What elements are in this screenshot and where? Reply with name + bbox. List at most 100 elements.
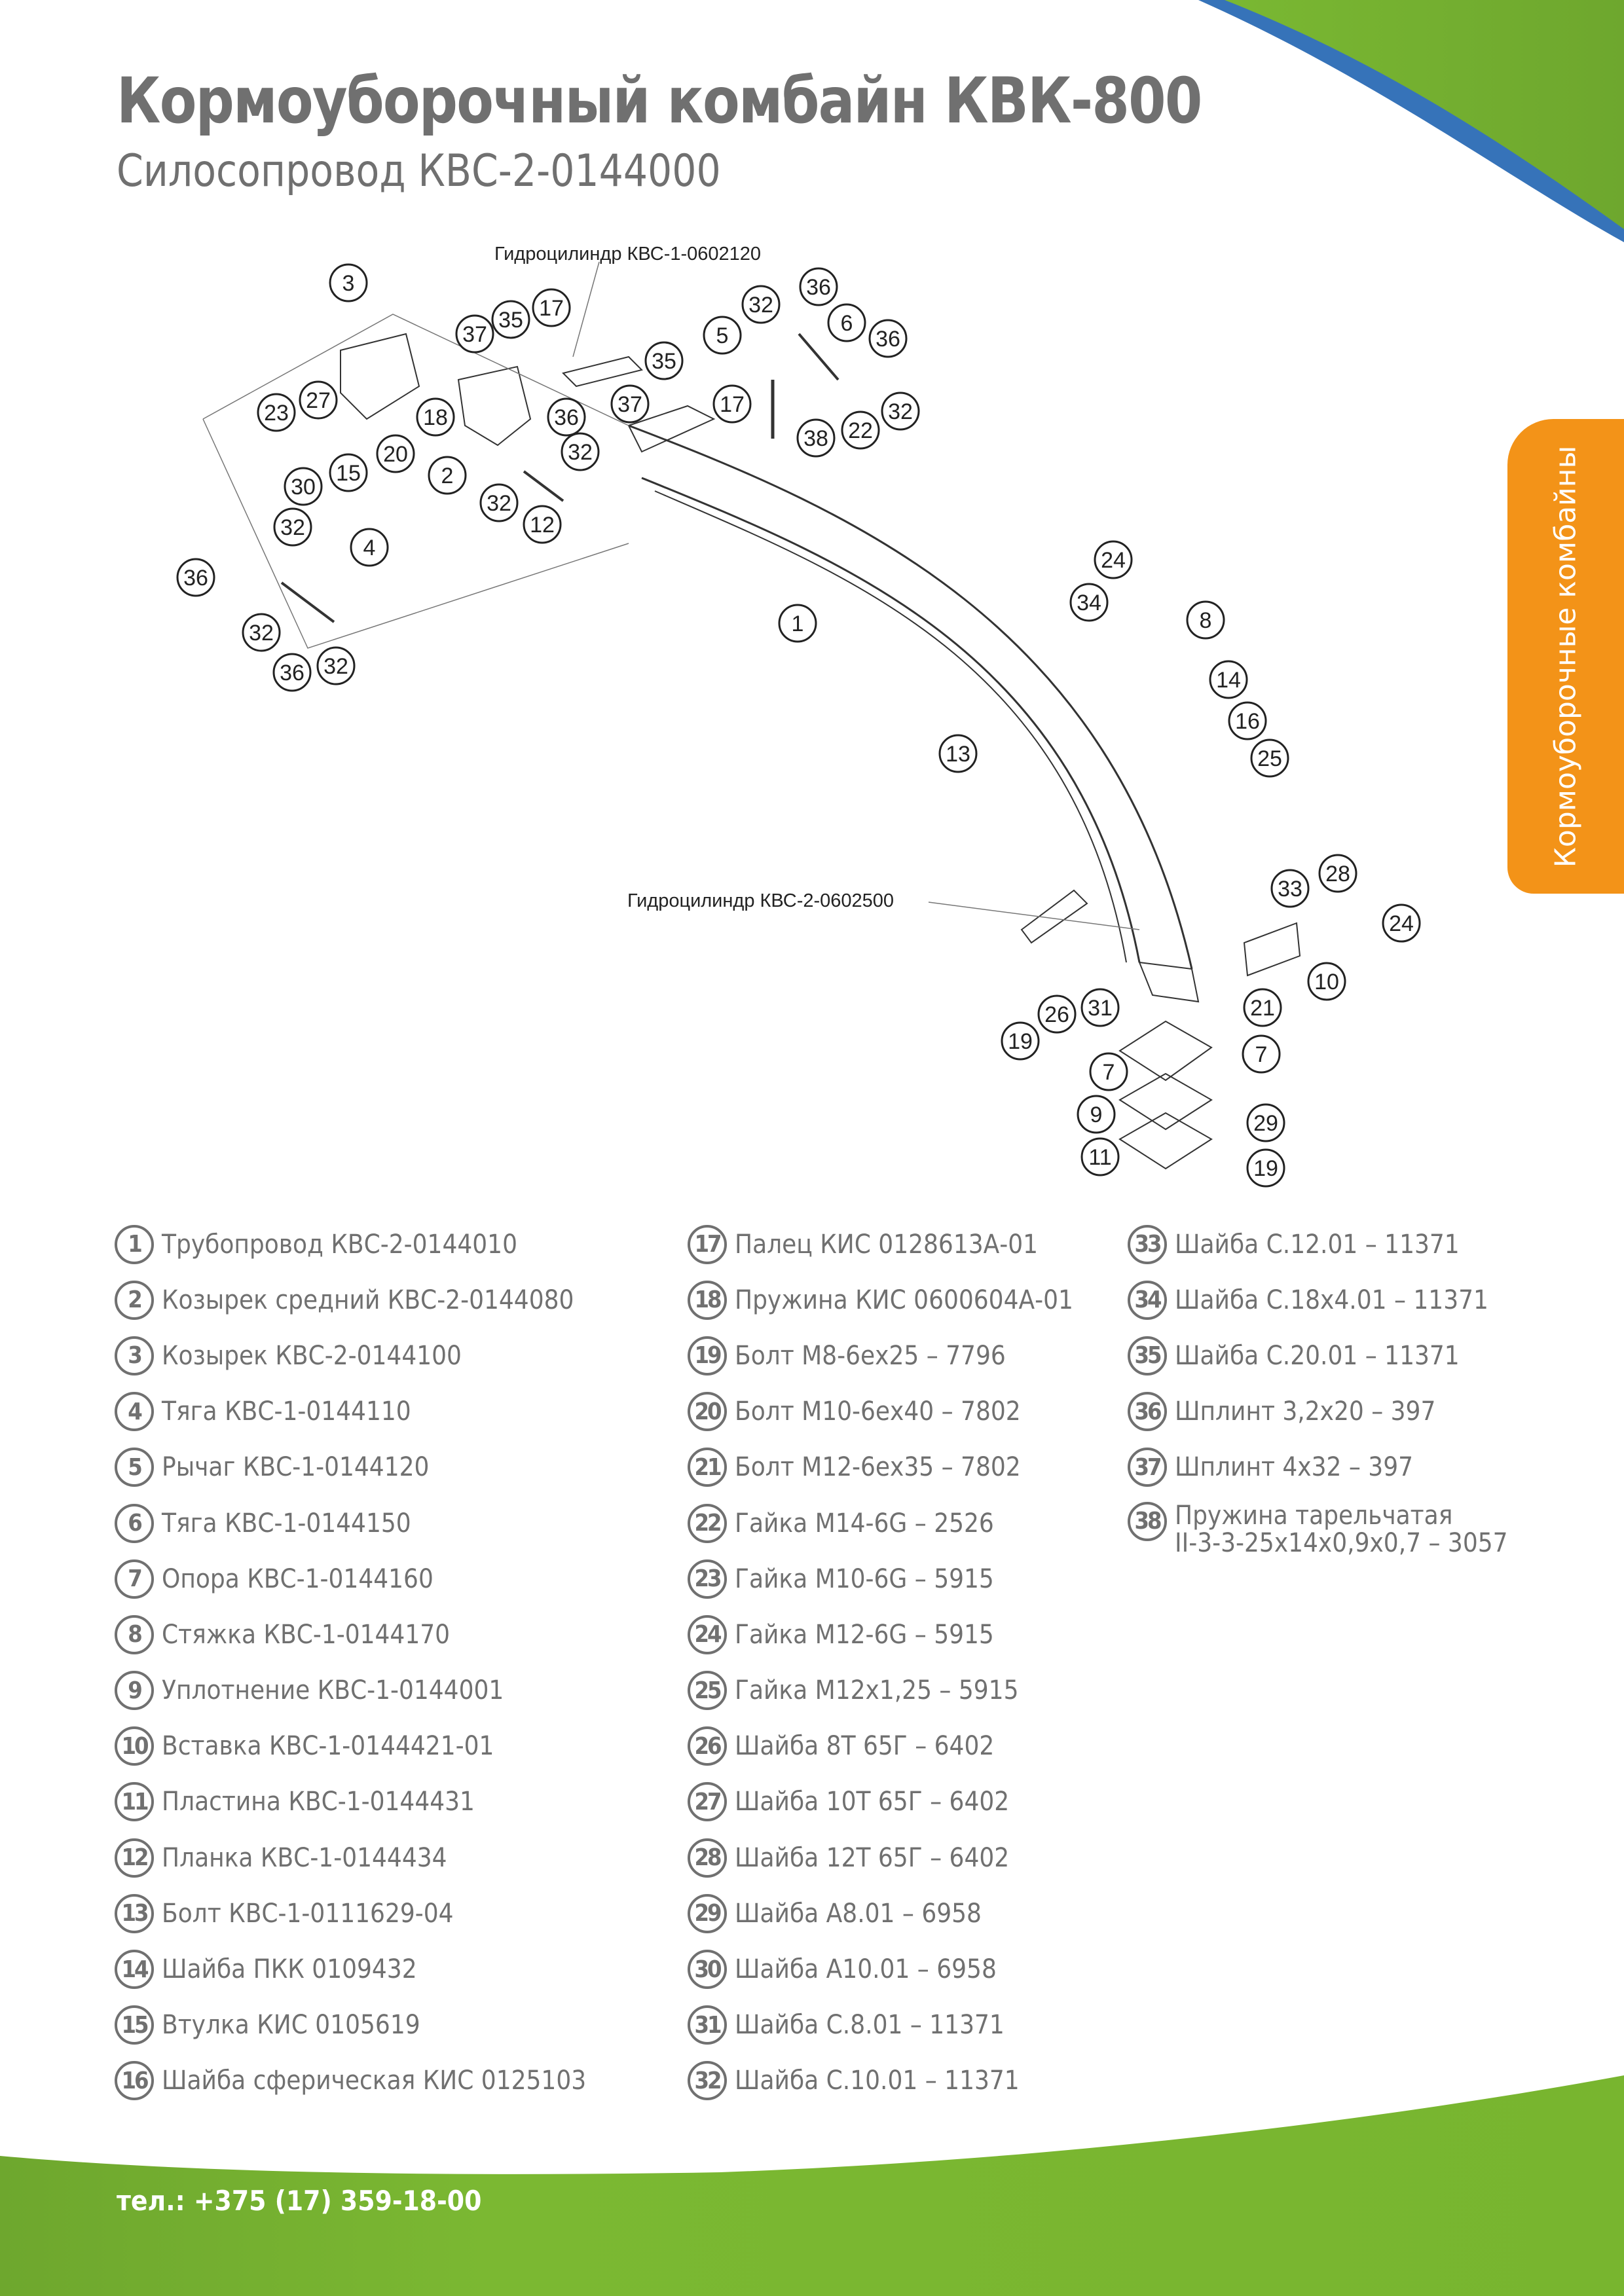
parts-list-item: 35 Шайба С.20.01 – 11371: [1128, 1328, 1545, 1383]
balloon-circle: [273, 507, 312, 547]
part-name: Шплинт 3,2х20 – 397: [1175, 1396, 1436, 1427]
balloon-circle: [329, 263, 368, 302]
balloon-circle: [841, 410, 880, 450]
part-number-badge: 28: [688, 1838, 727, 1878]
part-balloon: 36: [868, 319, 908, 358]
balloon-circle: [350, 528, 389, 567]
balloon-label: 26: [1044, 1002, 1069, 1027]
part-name: Пластина КВС-1-0144431: [162, 1787, 475, 1817]
part-name: Вставка КВС-1-0144421-01: [162, 1731, 494, 1762]
balloon-circle: [799, 267, 838, 306]
part-number-badge: 20: [688, 1392, 727, 1432]
part-balloon: 37: [455, 314, 494, 354]
parts-list-item: 18 Пружина КИС 0600604А-01: [688, 1272, 1111, 1328]
balloon-circle: [1246, 1148, 1285, 1188]
part-balloon: 32: [561, 432, 600, 471]
balloon-label: 7: [1103, 1060, 1115, 1085]
balloon-label: 36: [554, 405, 579, 430]
part-name: Шайба С.20.01 – 11371: [1175, 1340, 1460, 1371]
part-balloon: 17: [712, 384, 752, 424]
part-name: Рычаг КВС-1-0144120: [162, 1452, 430, 1483]
part-number-badge: 30: [688, 1950, 727, 1990]
balloon-label: 37: [462, 322, 487, 347]
part-balloon: 36: [272, 653, 312, 692]
part-name: Козырек КВС-2-0144100: [162, 1340, 462, 1371]
balloon-circle: [1228, 701, 1267, 740]
part-number-badge: 17: [688, 1224, 727, 1264]
part-name: Гайка М14-6G – 2526: [735, 1508, 994, 1539]
part-balloon: 32: [242, 613, 281, 652]
part-balloon: 7: [1242, 1034, 1281, 1074]
balloon-circle: [1243, 988, 1282, 1027]
part-balloon: 28: [1318, 854, 1357, 893]
part-number-badge: 25: [688, 1671, 727, 1711]
part-number-badge: 18: [688, 1280, 727, 1320]
balloon-circle: [428, 456, 467, 495]
balloon-circle: [284, 467, 323, 506]
part-number-badge: 21: [688, 1448, 727, 1487]
balloon-label: 36: [280, 661, 304, 685]
balloon-circle: [1242, 1034, 1281, 1074]
part-number-badge: 23: [688, 1559, 727, 1599]
balloon-circle: [523, 505, 562, 544]
part-name: Пружина КИС 0600604А-01: [735, 1285, 1073, 1315]
balloon-circle: [416, 397, 455, 437]
balloon-label: 34: [1077, 591, 1101, 615]
part-name: Болт М10-6ех40 – 7802: [735, 1396, 1021, 1427]
parts-list-item: 1 Трубопровод КВС-2-0144010: [115, 1216, 633, 1272]
part-balloon: 27: [299, 380, 338, 420]
part-name: Стяжка КВС-1-0144170: [162, 1619, 451, 1650]
balloon-circle: [868, 319, 908, 358]
balloon-label: 32: [487, 491, 511, 516]
balloon-label: 17: [720, 392, 745, 417]
visor-part-3: [340, 333, 420, 420]
balloon-label: 10: [1314, 970, 1339, 994]
page-subtitle: Силосопровод КВС-2-0144000: [117, 145, 721, 197]
balloon-circle: [827, 303, 866, 342]
balloon-label: 23: [264, 401, 289, 426]
part-number-badge: 19: [688, 1336, 727, 1376]
hydro-cylinder-top: [562, 355, 643, 388]
part-number-badge: 16: [115, 2061, 154, 2101]
section-tab[interactable]: Кормоуборочные комбайны: [1507, 419, 1624, 894]
balloon-label: 36: [183, 566, 208, 591]
part-balloon: 32: [741, 285, 781, 324]
part-number-badge: 1: [115, 1224, 154, 1264]
part-name: Болт М12-6ех35 – 7802: [735, 1452, 1021, 1483]
part-name: Трубопровод КВС-2-0144010: [162, 1229, 517, 1260]
part-number-badge: 15: [115, 2005, 154, 2045]
balloon-circle: [703, 316, 742, 355]
balloon-label: 38: [803, 426, 828, 451]
balloon-circle: [1089, 1052, 1128, 1091]
part-balloon: 25: [1250, 738, 1289, 778]
part-balloon: 14: [1209, 660, 1248, 699]
flange-part-11: [1118, 1112, 1213, 1170]
part-number-badge: 34: [1128, 1280, 1167, 1320]
part-balloon: 24: [1382, 903, 1421, 943]
part-number-badge: 35: [1128, 1336, 1167, 1376]
part-number-badge: 5: [115, 1448, 154, 1487]
part-name: Опора КВС-1-0144160: [162, 1563, 434, 1594]
balloon-label: 5: [716, 323, 729, 348]
part-number-badge: 27: [688, 1782, 727, 1822]
bottom-green-wave: [0, 2075, 1624, 2296]
part-name: Шайба ПКК 0109432: [162, 1954, 417, 1985]
balloon-circle: [257, 393, 296, 432]
part-balloon: 22: [841, 410, 880, 450]
parts-list-item: 21 Болт М12-6ех35 – 7802: [688, 1440, 1111, 1495]
balloon-circle: [1094, 540, 1133, 579]
balloon-circle: [712, 384, 752, 424]
balloon-label: 36: [806, 275, 831, 300]
rod-part-6: [798, 333, 840, 381]
part-balloon: 2: [428, 456, 467, 495]
part-number-badge: 6: [115, 1503, 154, 1543]
balloon-label: 7: [1255, 1042, 1268, 1067]
balloon-circle: [938, 734, 978, 773]
